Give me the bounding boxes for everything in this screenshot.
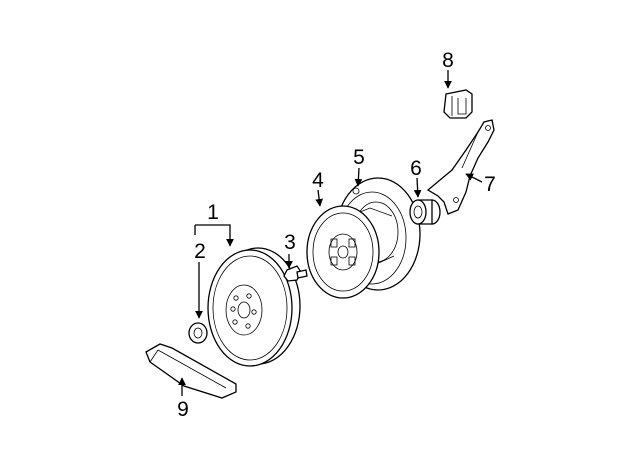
callout-1: 1 [207,201,219,224]
part-1-flywheel [207,247,301,367]
callout-2: 2 [194,240,206,263]
part-6-release-bearing [409,199,441,225]
callout-3: 3 [284,231,296,254]
part-7-release-fork [426,119,495,215]
part-9-bracket [145,343,237,399]
callout-5: 5 [353,146,365,169]
callout-6: 6 [410,157,422,180]
leader-lines [178,70,483,396]
part-3-bolt [283,265,308,282]
part-2-bushing [188,322,208,344]
callout-7: 7 [484,173,496,196]
part-8-dust-boot [443,89,473,119]
callout-8: 8 [442,49,454,72]
callout-4: 4 [312,169,324,192]
callout-9: 9 [177,398,189,421]
part-4-clutch-disc [306,205,380,299]
